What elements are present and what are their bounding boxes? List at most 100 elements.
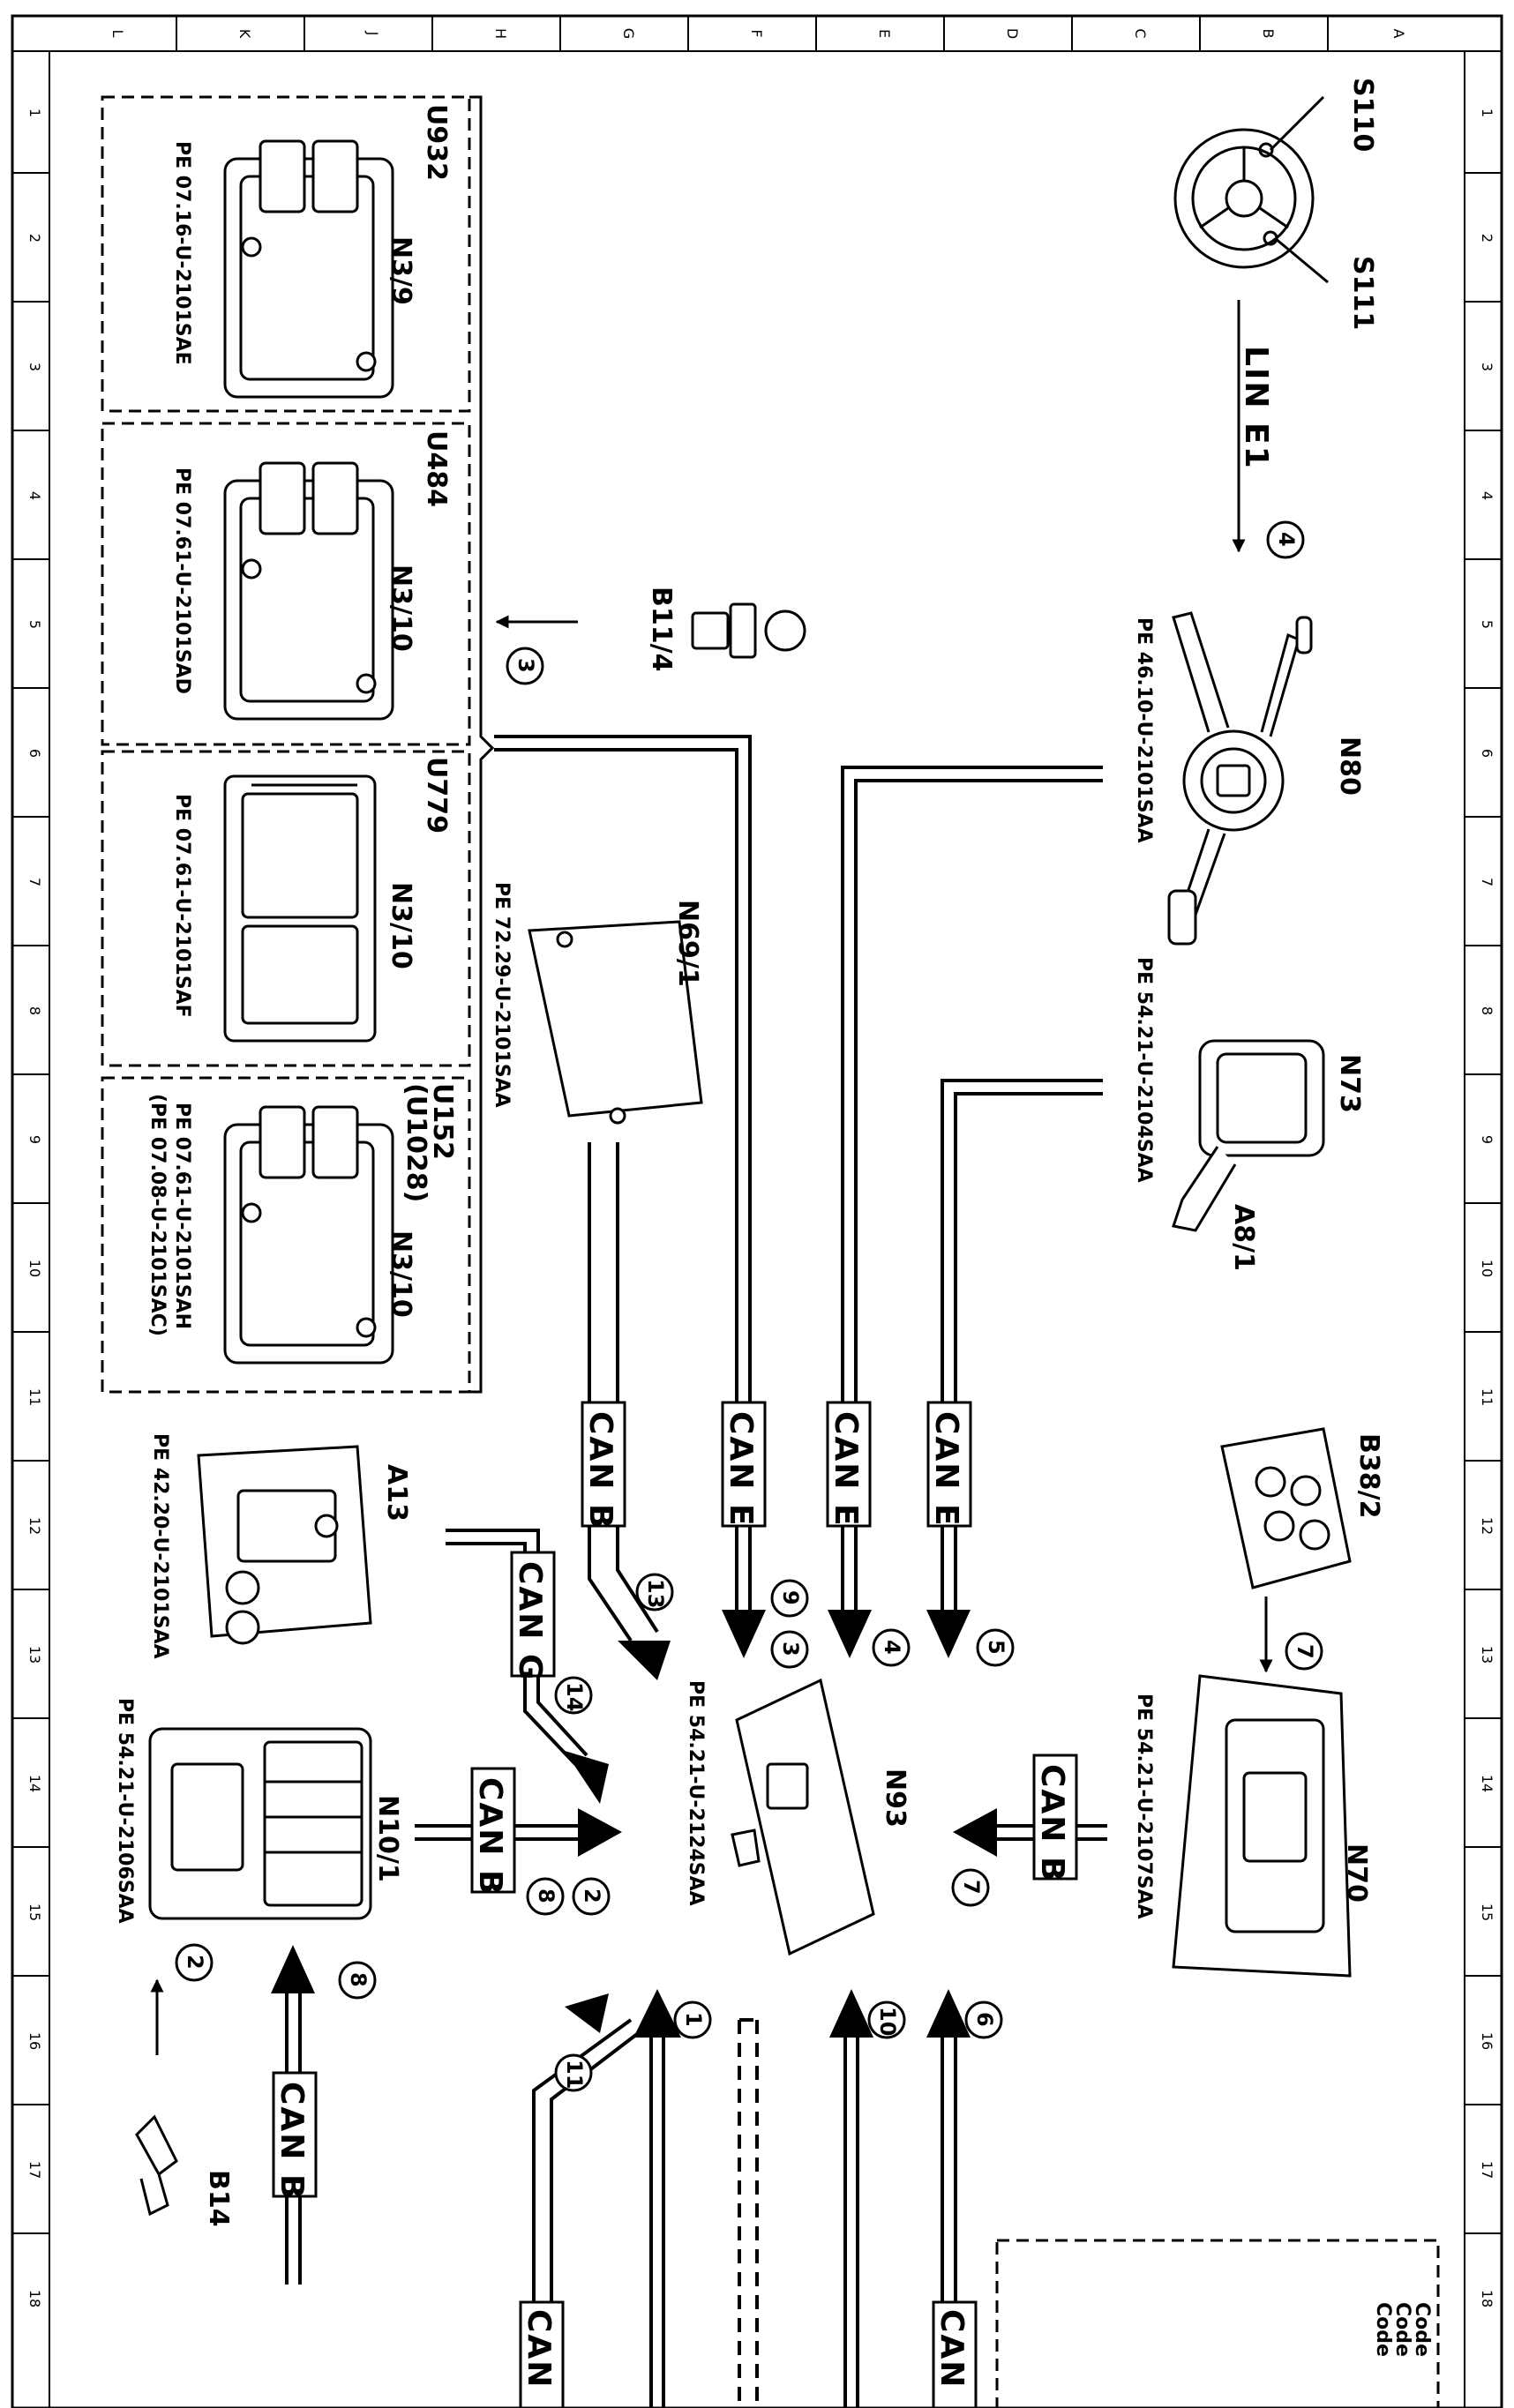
can-e-label-5: CAN E bbox=[928, 1411, 964, 1528]
grid-row-9-left: 9 bbox=[26, 1135, 43, 1144]
grid-row-18-right: 18 bbox=[1479, 2290, 1495, 2307]
grid-col-E: E bbox=[876, 29, 893, 38]
grid-row-3-left: 3 bbox=[26, 363, 43, 371]
ref-A13: PE 42.20-U-2101SAA bbox=[149, 1433, 171, 1659]
arrow-heads bbox=[271, 1610, 997, 2038]
grid-row-13-right: 13 bbox=[1479, 1646, 1495, 1664]
ref-U152-a: PE 07.61-U-2101SAH bbox=[171, 1103, 193, 1329]
badge-4: 4 bbox=[880, 1640, 904, 1655]
can-b-label-7: CAN B bbox=[1034, 1764, 1070, 1882]
label-N3-10-U152: N3/10 bbox=[386, 1230, 416, 1318]
grid-row-2-left: 2 bbox=[26, 234, 43, 243]
label-B38-2: B38/2 bbox=[1353, 1433, 1384, 1518]
label-U779: U779 bbox=[421, 757, 452, 834]
ref-U152-b: (PE 07.08-U-2101SAC) bbox=[146, 1094, 169, 1336]
grid-row-11-right: 11 bbox=[1479, 1388, 1495, 1406]
label-N3-10-U484: N3/10 bbox=[386, 565, 416, 652]
grid-row-9-right: 9 bbox=[1479, 1135, 1495, 1144]
grid-row-6-right: 6 bbox=[1479, 749, 1495, 758]
label-A13: A13 bbox=[381, 1464, 412, 1522]
badge-13: 13 bbox=[643, 1579, 668, 1608]
grid-row-8-left: 8 bbox=[26, 1006, 43, 1015]
grid-col-A: A bbox=[1390, 29, 1407, 39]
label-B14: B14 bbox=[203, 2170, 234, 2227]
grid-row-ticks bbox=[12, 172, 1502, 2234]
badge-14: 14 bbox=[562, 1682, 587, 1711]
grid-col-H: H bbox=[492, 28, 509, 39]
rain-light-sensor-icon bbox=[1220, 1427, 1352, 1589]
grid-row-4-left: 4 bbox=[26, 491, 43, 500]
grid-row-7-right: 7 bbox=[1479, 878, 1495, 886]
ref-N10-1: PE 54.21-U-2106SAA bbox=[114, 1698, 136, 1924]
badge-3-B11-text: 3 bbox=[513, 658, 538, 673]
temperature-sensor-icon bbox=[691, 602, 806, 659]
grid-row-10-left: 10 bbox=[26, 1260, 43, 1277]
can-g-label-14: CAN G bbox=[512, 1561, 548, 1682]
label-N93: N93 bbox=[880, 1769, 911, 1828]
grid-row-4-right: 4 bbox=[1479, 491, 1495, 500]
badge-10: 10 bbox=[875, 2007, 900, 2036]
label-N70: N70 bbox=[1341, 1843, 1372, 1903]
label-U484: U484 bbox=[421, 430, 452, 507]
label-N10-1: N10/1 bbox=[372, 1795, 403, 1882]
ignition-switch-icon bbox=[1172, 1039, 1325, 1232]
can-label-bottom-left: CAN bbox=[521, 2309, 557, 2389]
badge-7-B38: 7 bbox=[1285, 1632, 1323, 1671]
badge-5: 5 bbox=[984, 1640, 1008, 1655]
grid-row-7-left: 7 bbox=[26, 878, 43, 886]
grid-row-16-right: 16 bbox=[1479, 2032, 1495, 2050]
grid-col-C: C bbox=[1132, 28, 1149, 38]
ref-N80: PE 46.10-U-2101SAA bbox=[1133, 617, 1155, 843]
grid-row-16-left: 16 bbox=[26, 2032, 43, 2050]
grid-row-6-left: 6 bbox=[26, 749, 43, 758]
grid-row-3-right: 3 bbox=[1479, 363, 1495, 371]
grid-row-17-left: 17 bbox=[26, 2161, 43, 2179]
label-U1028: (U1028) bbox=[401, 1083, 431, 1202]
central-gateway-icon bbox=[731, 1678, 875, 1956]
badge-7-B38-text: 7 bbox=[1293, 1644, 1317, 1659]
code-legend-box: Code Code Code bbox=[995, 2239, 1440, 2408]
grid-row-12-left: 12 bbox=[26, 1517, 43, 1535]
grid-row-1-right: 1 bbox=[1479, 108, 1495, 117]
parking-brake-unit-icon bbox=[197, 1445, 372, 1645]
can-e-label-9: CAN E bbox=[723, 1411, 759, 1528]
grid-col-ticks bbox=[176, 16, 1329, 51]
grid-row-10-right: 10 bbox=[1479, 1260, 1495, 1277]
dashed-lines bbox=[738, 2018, 759, 2408]
grid-col-F: F bbox=[748, 29, 765, 37]
can-b-label-n10-bottom: CAN B bbox=[274, 2082, 310, 2200]
label-S111: S111 bbox=[1347, 256, 1378, 330]
grid-row-1-left: 1 bbox=[26, 108, 43, 117]
grid-col-labels: L K J H G F E D C B A bbox=[109, 28, 1407, 39]
grid-row-14-right: 14 bbox=[1479, 1775, 1495, 1792]
grid-col-J: J bbox=[364, 31, 381, 36]
ref-N69-1: PE 72.29-U-2101SAA bbox=[491, 882, 513, 1108]
ecu-variant-boxes bbox=[101, 95, 471, 1394]
badge-11: 11 bbox=[562, 2060, 587, 2089]
code-legend-2: Code bbox=[1391, 2302, 1413, 2357]
badge-2: 2 bbox=[580, 1888, 604, 1903]
badge-6: 6 bbox=[972, 2012, 997, 2027]
grid-row-labels-right: 1 2 3 4 5 6 7 8 9 10 11 12 13 14 15 16 1… bbox=[1479, 108, 1495, 2307]
label-U932: U932 bbox=[421, 104, 452, 181]
can-b-label-8: CAN B bbox=[472, 1777, 508, 1896]
grid-row-15-right: 15 bbox=[1479, 1903, 1495, 1921]
grid-row-18-left: 18 bbox=[26, 2290, 43, 2307]
label-N80: N80 bbox=[1334, 737, 1365, 796]
grid-col-G: G bbox=[620, 28, 637, 39]
door-control-unit-icon bbox=[528, 920, 703, 1125]
ref-N73: PE 54.21-U-2104SAA bbox=[1133, 957, 1155, 1183]
grid-row-8-right: 8 bbox=[1479, 1006, 1495, 1015]
badge-4-lin: 4 bbox=[1266, 520, 1305, 559]
badge-3: 3 bbox=[778, 1641, 803, 1656]
ref-U779: PE 07.61-U-2101SAF bbox=[171, 794, 193, 1018]
grid-row-5-left: 5 bbox=[26, 620, 43, 629]
frame bbox=[11, 14, 1503, 2408]
label-A8-1: A8/1 bbox=[1228, 1204, 1259, 1271]
grid-row-labels-left: 1 2 3 4 5 6 7 8 9 10 11 12 13 14 15 16 1… bbox=[26, 108, 43, 2307]
label-S110: S110 bbox=[1347, 78, 1378, 152]
grid-row-11-left: 11 bbox=[26, 1388, 43, 1406]
badge-2-B14-text: 2 bbox=[183, 1955, 207, 1970]
grid-row-5-right: 5 bbox=[1479, 620, 1495, 629]
